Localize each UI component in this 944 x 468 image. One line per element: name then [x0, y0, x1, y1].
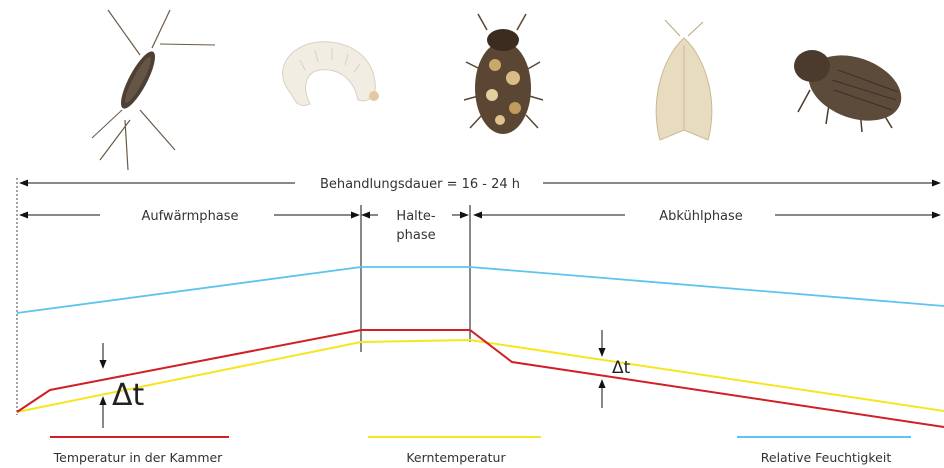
hold-phase-label-line1: Halte-	[396, 209, 435, 224]
cool-delta-label: Δt	[612, 358, 631, 378]
legend-chamber-label: Temperatur in der Kammer	[53, 450, 224, 465]
carpet-beetle-icon	[464, 14, 543, 134]
total-duration-label: Behandlungsdauer = 16 - 24 h	[320, 177, 520, 192]
legend-humidity-label: Relative Feuchtigkeit	[761, 450, 892, 465]
beetle-icon	[794, 43, 910, 132]
humidity-curve	[17, 267, 944, 313]
core-temperature-curve	[17, 340, 944, 412]
cool-phase-label: Abkühlphase	[659, 209, 743, 224]
moth-icon	[656, 20, 712, 140]
chamber-temperature-curve	[17, 330, 944, 427]
larva-icon	[283, 42, 379, 106]
legend-core-label: Kerntemperatur	[406, 450, 506, 465]
heat-delta-label: Δt	[112, 378, 145, 413]
silverfish-icon	[92, 10, 215, 170]
hold-phase-label-line2: phase	[396, 228, 435, 243]
heat-phase-label: Aufwärmphase	[141, 209, 238, 224]
